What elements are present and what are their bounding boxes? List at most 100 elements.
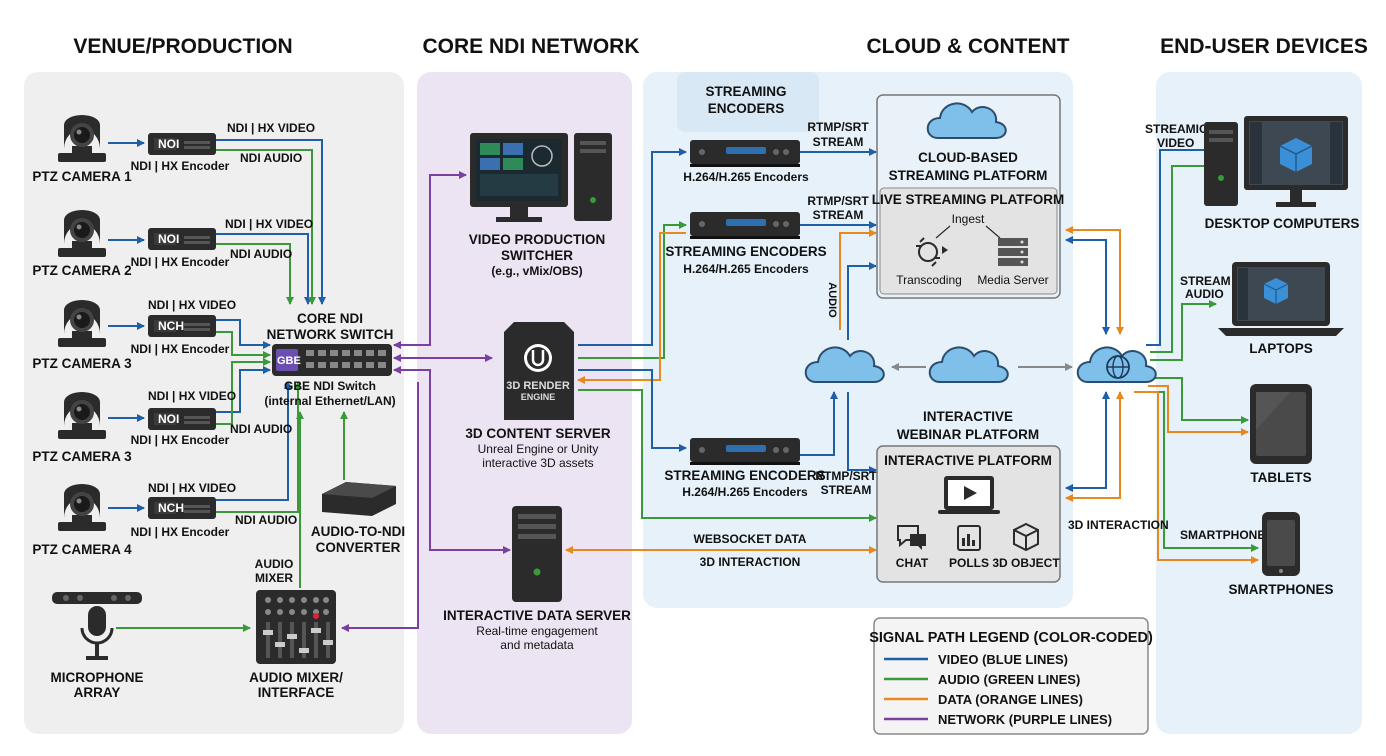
camera-label-1: PTZ CAMERA 1	[32, 169, 132, 184]
switch-title-2: NETWORK SWITCH	[267, 327, 394, 342]
ptz-camera-3b-icon	[58, 392, 106, 439]
heading-core: CORE NDI NETWORK	[423, 35, 640, 58]
stream-video-1: STREAMIG	[1145, 122, 1208, 136]
laptops-label: LAPTOPS	[1249, 341, 1313, 356]
switch-title-1: CORE NDI	[297, 311, 363, 326]
mixer-top-1: AUDIO	[255, 557, 294, 571]
transcoding-label: Transcoding	[896, 273, 962, 287]
enc2-audio-line	[216, 243, 294, 305]
switch-to-switcher-line	[393, 171, 467, 349]
internet-to-tablet-data	[1148, 385, 1249, 436]
legend-label-audio: AUDIO (GREEN LINES)	[938, 672, 1080, 687]
media-server-icon	[998, 238, 1028, 266]
smartphones-line-label: SMARTPHONES	[1180, 528, 1273, 542]
video-label-5: NDI | HX VIDEO	[148, 481, 236, 495]
platform-title-2: STREAMING PLATFORM	[889, 168, 1048, 183]
mixer-to-core-line	[341, 382, 419, 632]
enc2-video-line	[216, 233, 312, 305]
encoders-title-2: ENCODERS	[708, 101, 785, 116]
heading-end: END-USER DEVICES	[1160, 35, 1368, 58]
render-to-encoder-a-video	[578, 148, 687, 346]
encoder-label-2: NDI | HX Encoder	[131, 255, 230, 269]
rtmp-c-2: STREAM	[821, 483, 872, 497]
chat-icon	[897, 525, 926, 550]
enc4-video-line	[216, 366, 271, 413]
audio-label-4: NDI AUDIO	[230, 422, 292, 436]
streaming-encoder-b-icon	[690, 212, 800, 239]
encoder-c-label-2: H.264/H.265 Encoders	[682, 485, 808, 499]
stream-audio-1: STREAM	[1180, 274, 1231, 288]
internet-to-laptop-audio	[1150, 300, 1217, 361]
enc3-video-line	[216, 319, 271, 349]
video-label-1: NDI | HX VIDEO	[227, 121, 315, 135]
audio-mixer-icon	[256, 590, 336, 664]
transcoding-icon	[916, 237, 948, 267]
ptz-camera-3-icon	[58, 300, 106, 347]
desktop-label: DESKTOP COMPUTERS	[1205, 216, 1360, 231]
encoder-chip-2: NOI	[158, 232, 179, 246]
content-server-label-3: interactive 3D assets	[482, 456, 593, 470]
tablet-icon	[1250, 384, 1312, 464]
smartphones-label: SMARTPHONES	[1228, 582, 1333, 597]
data-server-label-3: and metadata	[500, 638, 574, 652]
live-platform-box	[879, 187, 1058, 295]
cloud-to-webinar-line	[847, 392, 877, 474]
streaming-encoder-c-icon	[690, 438, 800, 465]
encoder-b-label-2: H.264/H.265 Encoders	[683, 262, 809, 276]
encoder-chip-4: NOI	[158, 412, 179, 426]
enc5-audio-line	[216, 381, 302, 513]
switch-to-dataserver-line	[393, 366, 511, 554]
ptz-camera-1-icon	[58, 115, 106, 162]
media-server-label: Media Server	[977, 273, 1048, 287]
audio-ndi-converter-icon	[322, 482, 396, 516]
encoder-chip-3: NCH	[158, 319, 184, 333]
encoders-title-1: STREAMING	[706, 84, 787, 99]
legend-title: SIGNAL PATH LEGEND (COLOR-CODED)	[869, 630, 1153, 646]
encoder-chip-1: NOI	[158, 137, 179, 151]
internet-globe-icon	[1076, 346, 1157, 383]
desktop-computer-icon	[1204, 116, 1348, 207]
internet-to-desktop-video	[1146, 146, 1237, 346]
encoder-b-label-1: STREAMING ENCODERS	[665, 244, 826, 259]
camera-label-2: PTZ CAMERA 2	[32, 263, 131, 278]
encoder-a-label: H.264/H.265 Encoders	[683, 170, 809, 184]
webinar-title-1: INTERACTIVE	[923, 409, 1013, 424]
mic-label-1: MICROPHONE	[50, 670, 143, 685]
encoder-label-1: NDI | HX Encoder	[131, 159, 230, 173]
data-server-label-1: INTERACTIVE DATA SERVER	[443, 608, 631, 623]
smartphone-icon	[1262, 512, 1300, 576]
render-engine-label-1: 3D RENDER	[506, 380, 570, 392]
polls-icon	[957, 525, 981, 551]
encoder-label-3: NDI | HX Encoder	[131, 342, 230, 356]
streaming-encoder-a-icon	[690, 140, 800, 167]
audio-label-2: NDI AUDIO	[230, 247, 292, 261]
stream-audio-2: AUDIO	[1185, 287, 1224, 301]
microphone-array-icon	[52, 592, 142, 660]
enc3-audio-line	[216, 331, 271, 359]
converter-label-2: CONVERTER	[316, 540, 401, 555]
heading-venue: VENUE/PRODUCTION	[73, 35, 292, 58]
rtmp-b-2: STREAM	[813, 208, 864, 222]
laptop-icon	[1218, 262, 1344, 336]
encoder-c-label-1: STREAMING ENCODERS	[664, 468, 825, 483]
data-server-label-2: Real-time engagement	[476, 624, 598, 638]
camera-label-4: PTZ CAMERA 3	[32, 449, 132, 464]
end-interaction-label: 3D INTERACTION	[1068, 518, 1169, 532]
vertical-audio-label: AUDIO	[826, 282, 838, 318]
audio-label-1: NDI AUDIO	[240, 151, 302, 165]
websocket-label: WEBSOCKET DATA	[694, 532, 807, 546]
webinar-title-2: WEBINAR PLATFORM	[897, 427, 1039, 442]
rtmp-b-1: RTMP/SRT	[807, 194, 869, 208]
switcher-label-3: (e.g., vMix/OBS)	[491, 264, 582, 278]
data-server-icon	[512, 506, 562, 602]
audio-label-5: NDI AUDIO	[235, 513, 297, 527]
mic-label-2: ARRAY	[74, 685, 121, 700]
mixer-bottom-1: AUDIO MIXER/	[249, 670, 343, 685]
core-to-webinar-audio	[578, 389, 877, 522]
cloud-to-platform-audio	[847, 262, 877, 340]
video-switcher-icon	[470, 133, 612, 222]
enc4-audio-line	[216, 358, 271, 425]
legend-label-data: DATA (ORANGE LINES)	[938, 692, 1083, 707]
video-label-4: NDI | HX VIDEO	[148, 389, 236, 403]
